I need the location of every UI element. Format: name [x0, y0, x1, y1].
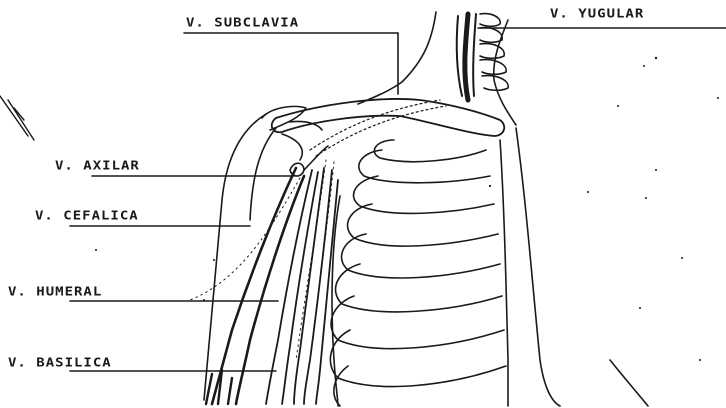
left-edge-mark — [0, 96, 34, 140]
clavicle — [272, 99, 505, 136]
scan-speckles — [95, 57, 719, 361]
label-humeral: V. HUMERAL — [8, 285, 102, 299]
jugular-vein — [457, 14, 476, 100]
label-axilar: V. AXILAR — [55, 159, 140, 173]
humeral-vein — [266, 168, 324, 404]
label-yugular: V. YUGULAR — [550, 7, 644, 21]
subclavian-vein — [310, 100, 446, 156]
label-subclavia: V. SUBCLAVIA — [186, 16, 299, 30]
label-basilica: V. BASILICA — [8, 356, 112, 370]
rib-cage — [330, 140, 506, 406]
cephalic-vein — [212, 168, 304, 404]
label-cefalica: V. CEFALICA — [35, 209, 139, 223]
